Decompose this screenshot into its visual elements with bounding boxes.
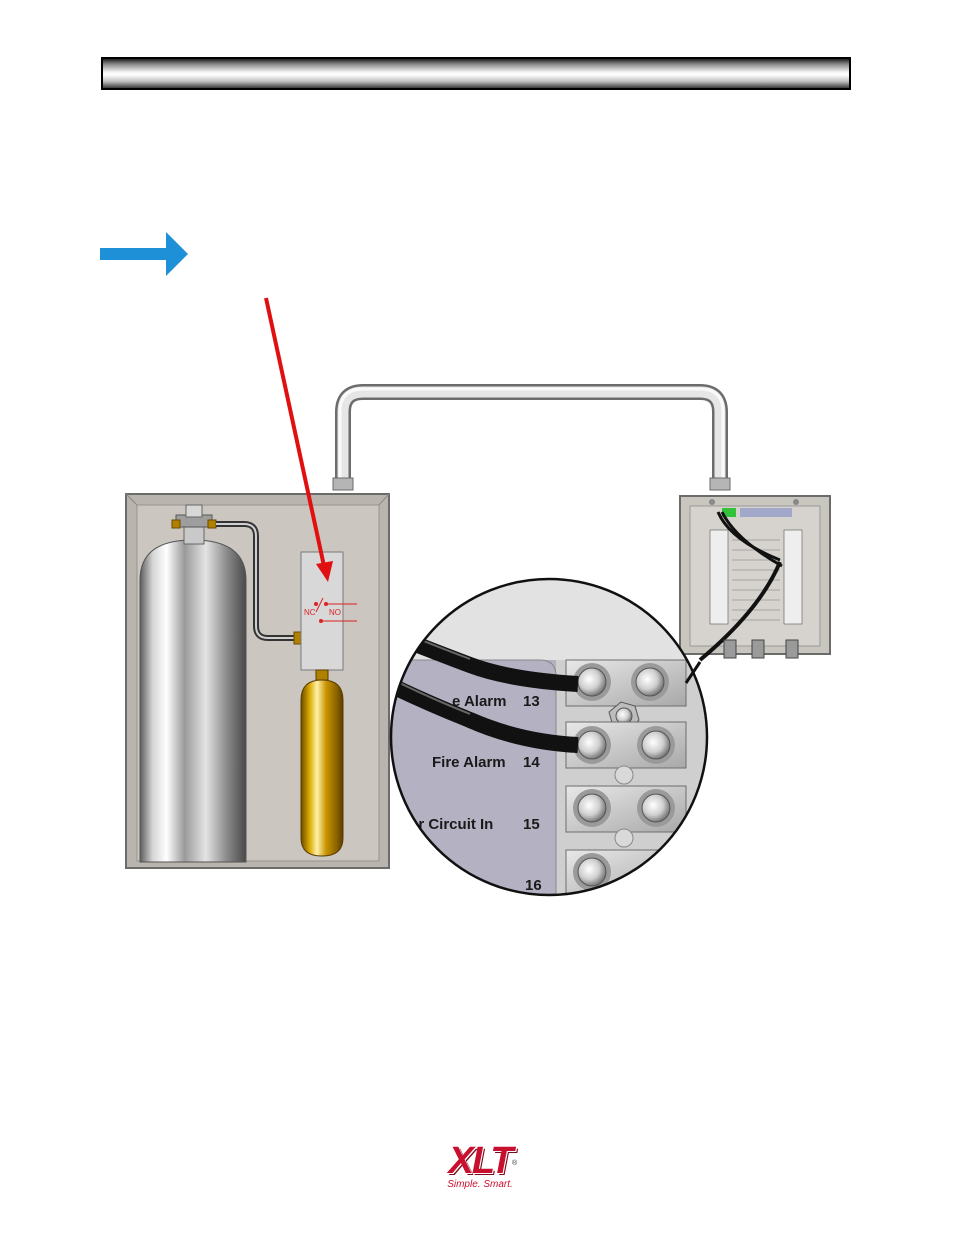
logo-tagline: Simple. Smart.	[447, 1179, 513, 1190]
terminal-14-number: 14	[523, 754, 540, 771]
nitrogen-cartridge	[300, 669, 344, 857]
nc-label: NC	[304, 608, 316, 617]
conduit-pipe	[332, 384, 731, 491]
header-bar	[101, 57, 851, 90]
agent-cylinder	[139, 504, 247, 863]
no-label: NO	[329, 608, 341, 617]
terminal-block-14	[565, 721, 687, 769]
terminal-13-number: 13	[523, 693, 540, 710]
terminal-block-15	[565, 785, 687, 833]
logo-registered-mark: ®	[512, 1160, 518, 1167]
terminal-15-label: er Circuit In	[410, 816, 493, 833]
blue-arrow-icon	[100, 232, 188, 276]
logo-brand: XLT	[448, 1140, 514, 1182]
terminal-zoom-inset: e Alarm 13 Fire Alarm 14 er Circuit In 1…	[389, 577, 709, 897]
terminal-14-label: Fire Alarm	[432, 754, 506, 771]
terminal-block-13	[565, 659, 687, 707]
terminal-16-number: 16	[525, 877, 542, 894]
panel-terminal-strip-left	[709, 529, 729, 625]
terminal-block-16	[565, 849, 687, 895]
panel-terminal-strip-right	[783, 529, 803, 625]
control-panel	[679, 495, 831, 662]
terminal-15-number: 15	[523, 816, 540, 833]
red-arrow-icon	[264, 297, 333, 582]
terminal-13-label: e Alarm	[452, 693, 506, 710]
xlt-logo: XLT ® Simple. Smart.	[420, 1140, 540, 1200]
